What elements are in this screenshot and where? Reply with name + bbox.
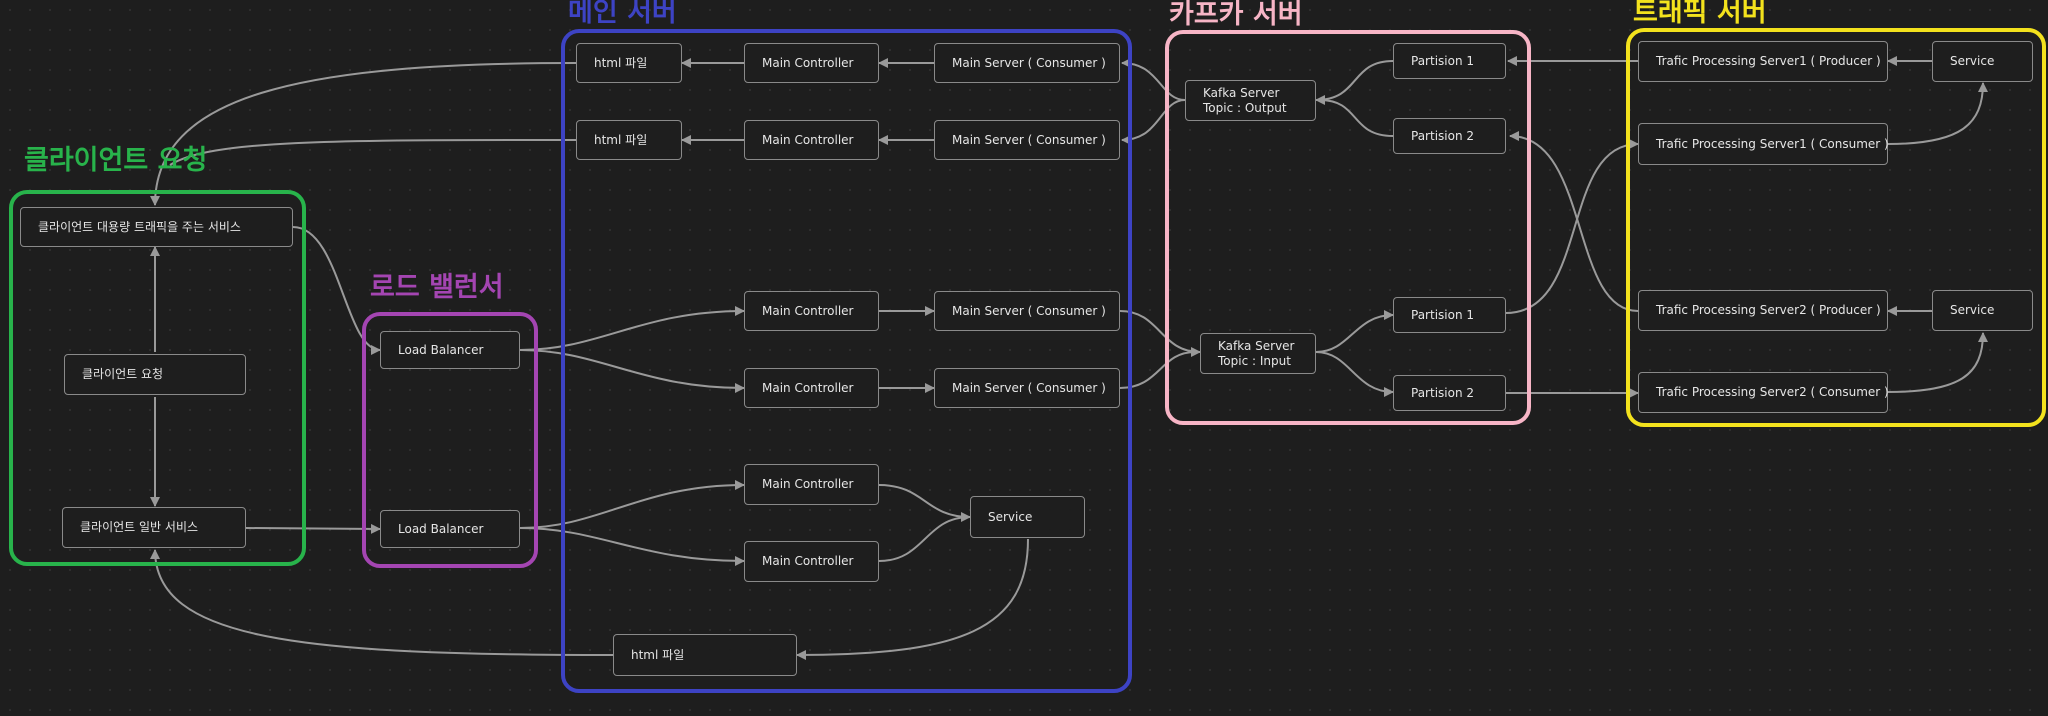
main-controller-node-4[interactable]: Main Controller [744,368,879,408]
partition-1-output-node[interactable]: Partision 1 [1393,43,1506,79]
traffic-server-group-title: 트래픽 서버 [1633,0,1767,28]
edge-p1b-to-tp1-cons [1505,139,1639,314]
edge-lb2-to-mc5 [519,480,745,529]
edge-kafka-in-to-p2b [1315,351,1394,397]
kafka-input-topic-label: Topic : Input [1218,353,1291,368]
edge-p2a-to-kafka-out [1319,99,1394,137]
kafka-server-output-node[interactable]: Kafka Server Topic : Output [1185,80,1316,121]
edge-kafka-out-to-ms1 [1121,58,1186,101]
edge-normal-to-lb2 [245,523,381,534]
main-controller-node-1[interactable]: Main Controller [744,43,879,83]
html-file-node-2[interactable]: html 파일 [576,120,682,160]
traffic-service-node-1[interactable]: Service [1932,41,2033,82]
load-balancer-node-2[interactable]: Load Balancer [380,510,520,548]
kafka-input-server-label: Kafka Server [1218,338,1295,353]
partition-2-output-node[interactable]: Partision 2 [1393,118,1506,154]
main-controller-node-5[interactable]: Main Controller [744,464,879,505]
partition-2-input-node[interactable]: Partision 2 [1393,375,1506,411]
edge-tp2-cons-to-svc2 [1887,332,1988,393]
main-server-consumer-node-2[interactable]: Main Server ( Consumer ) [934,120,1120,160]
main-server-consumer-node-4[interactable]: Main Server ( Consumer ) [934,368,1120,408]
edge-service-to-html3 [796,538,1029,660]
main-controller-node-6[interactable]: Main Controller [744,541,879,582]
edge-tp2-prod-to-p2a [1509,131,1639,312]
edge-mc6-to-service [878,512,971,562]
edge-mc5-to-service [878,484,971,518]
edge-html3-to-client [150,549,614,656]
main-server-group [561,29,1132,693]
main-server-consumer-node-1[interactable]: Main Server ( Consumer ) [934,43,1120,83]
edge-tp1-cons-to-svc1 [1887,82,1988,145]
client-request-group [9,190,306,566]
traffic-server-group [1626,28,2046,427]
kafka-output-topic-label: Topic : Output [1203,100,1287,115]
edge-lb2-to-mc6 [519,527,745,566]
edge-lb1-to-mc3 [519,306,745,351]
partition-1-input-node[interactable]: Partision 1 [1393,297,1506,333]
edge-p1a-to-kafka-out [1315,60,1394,105]
load-balancer-node-1[interactable]: Load Balancer [380,331,520,369]
kafka-server-group-title: 카프카 서버 [1169,0,1303,30]
html-file-node-3[interactable]: html 파일 [613,634,797,676]
main-controller-node-2[interactable]: Main Controller [744,120,879,160]
edge-bigtraffic-to-lb1 [292,226,381,355]
main-service-node[interactable]: Service [970,496,1085,538]
load-balancer-group-title: 로드 밸런서 [370,272,504,303]
traffic-processing-server2-consumer-node[interactable]: Trafic Processing Server2 ( Consumer ) [1638,372,1889,413]
traffic-processing-server1-producer-node[interactable]: Trafic Processing Server1 ( Producer ) [1638,41,1888,82]
edge-html1-to-client [150,62,577,206]
main-server-group-title: 메인 서버 [568,0,677,28]
main-controller-node-3[interactable]: Main Controller [744,291,879,331]
client-request-group-title: 클라이언트 요청 [24,145,208,176]
kafka-server-group [1165,30,1531,425]
edge-html2-to-client [169,139,577,166]
kafka-output-server-label: Kafka Server [1203,85,1280,100]
edge-kafka-out-to-ms2 [1121,99,1186,145]
traffic-processing-server1-consumer-node[interactable]: Trafic Processing Server1 ( Consumer ) [1638,123,1889,165]
edge-kafka-in-to-p1b [1315,310,1394,353]
traffic-processing-server2-producer-node[interactable]: Trafic Processing Server2 ( Producer ) [1638,290,1888,331]
traffic-service-node-2[interactable]: Service [1932,290,2033,331]
edge-lb1-to-mc4 [519,349,745,393]
main-server-consumer-node-3[interactable]: Main Server ( Consumer ) [934,291,1120,331]
kafka-server-input-node[interactable]: Kafka Server Topic : Input [1200,333,1316,374]
client-request-node[interactable]: 클라이언트 요청 [64,354,246,395]
html-file-node-1[interactable]: html 파일 [576,43,682,83]
client-big-traffic-service-node[interactable]: 클라이언트 대용량 트래픽을 주는 서비스 [20,207,293,247]
load-balancer-group [362,312,538,568]
client-normal-service-node[interactable]: 클라이언트 일반 서비스 [62,507,246,548]
